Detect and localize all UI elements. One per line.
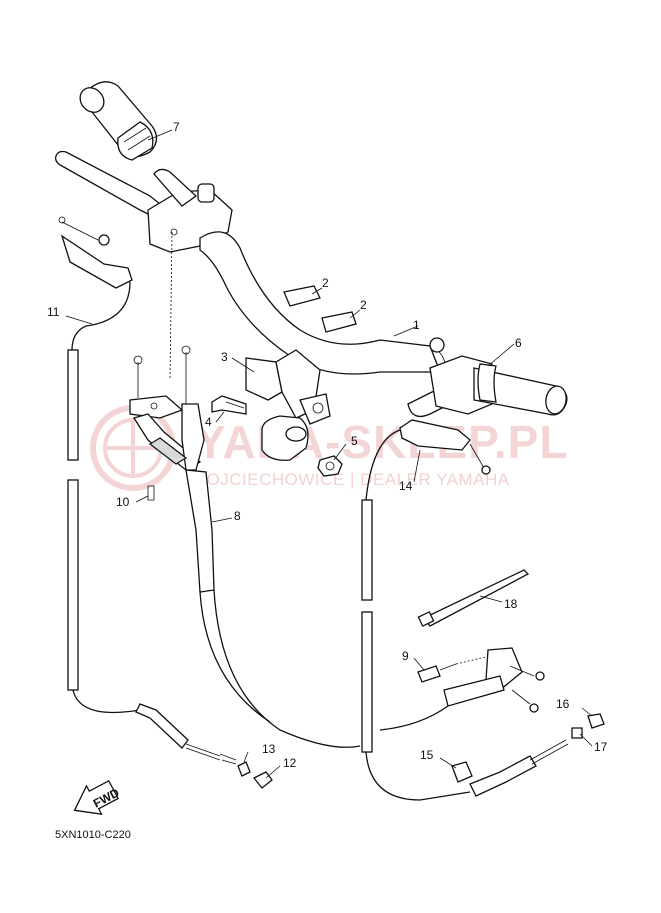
part-labels: 1 2 2 3 4 5 6 7 8 9 10 11 12 13 14 15 16… [47, 120, 608, 770]
part-label-2a: 2 [322, 276, 329, 290]
drawing-code: 5XN1010-C220 [55, 829, 131, 841]
handlebar-pads [283, 285, 357, 333]
part-label-1: 1 [413, 318, 420, 332]
cable-junction [379, 647, 545, 731]
part-label-4: 4 [205, 415, 212, 429]
right-lever-assembly [407, 355, 568, 418]
part-label-16: 16 [556, 697, 570, 711]
cable-fitting-13 [237, 761, 251, 777]
part-label-14: 14 [399, 479, 413, 493]
part-label-3: 3 [221, 350, 228, 364]
part-label-10: 10 [116, 495, 130, 509]
part-label-9: 9 [402, 649, 409, 663]
part-label-5: 5 [351, 434, 358, 448]
part-label-12: 12 [283, 756, 297, 770]
part-label-2b: 2 [360, 298, 367, 312]
part-label-17: 17 [594, 740, 608, 754]
part-label-11: 11 [47, 305, 60, 319]
watermark-subtitle: WOJCIECHOWICE | DEALER YAMAHA [190, 470, 510, 489]
watermark: YADA-SKLEP.PL WOJCIECHOWICE | DEALER YAM… [90, 405, 568, 491]
adjuster-nut-16 [587, 713, 605, 729]
right-cable [361, 429, 569, 801]
part-label-6: 6 [515, 336, 522, 350]
clamp-nut [317, 455, 343, 477]
upper-holder [245, 349, 331, 425]
watermark-title: YADA-SKLEP.PL [195, 416, 568, 468]
clamp-bolt [211, 395, 247, 415]
part-label-7: 7 [173, 120, 180, 134]
brake-switch [399, 419, 491, 475]
cable-fitting-12 [252, 771, 273, 789]
fwd-arrow: FWD [73, 779, 122, 815]
throttle-cables [129, 231, 361, 748]
part-label-8: 8 [234, 509, 241, 523]
part-label-13: 13 [262, 742, 276, 756]
leader-lines [65, 129, 593, 779]
adjuster-17 [571, 727, 583, 739]
cable-holder-15 [451, 761, 473, 783]
lower-clamp [261, 415, 309, 461]
cable-tie [417, 569, 530, 627]
left-grip [79, 81, 158, 161]
left-lever-assembly [54, 150, 233, 253]
part-label-18: 18 [504, 597, 518, 611]
part-label-15: 15 [420, 748, 434, 762]
handlebar [199, 231, 447, 375]
left-cable [58, 216, 237, 765]
